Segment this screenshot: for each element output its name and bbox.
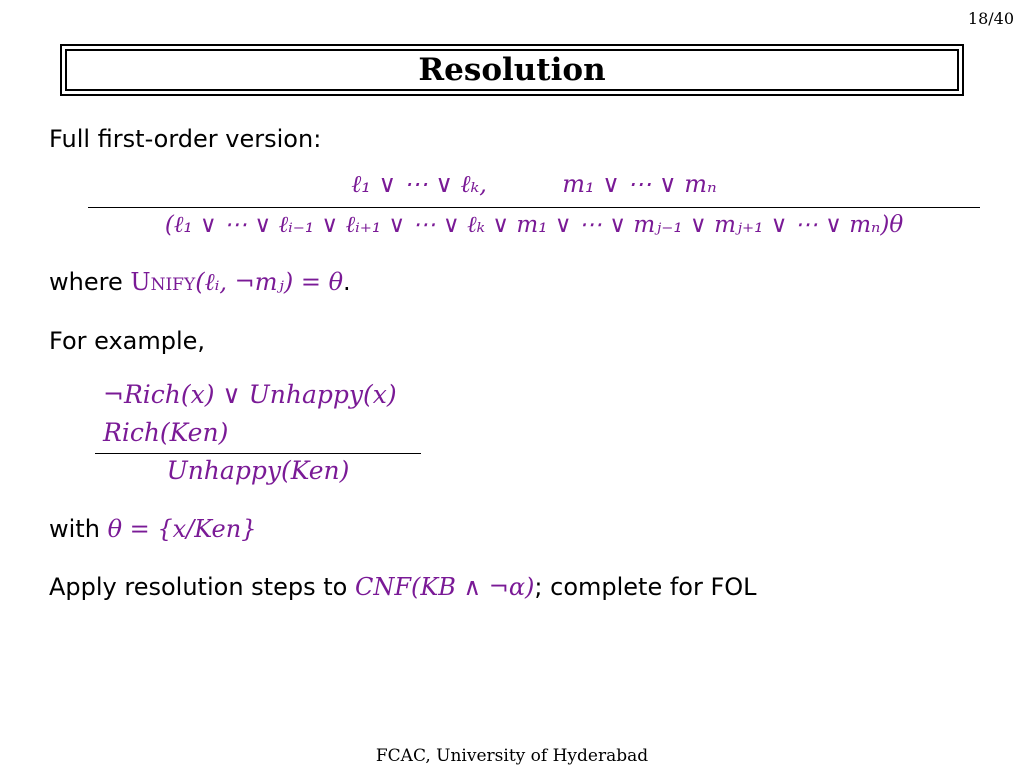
apply-suffix: ; complete for FOL — [534, 573, 757, 601]
example-premise-2: Rich(Ken) — [103, 418, 229, 447]
rule-fraction-bar — [88, 207, 980, 208]
where-suffix: . — [343, 268, 351, 296]
slide-title: Resolution — [418, 52, 606, 88]
unify-function: Unify — [130, 268, 196, 296]
apply-line: Apply resolution steps to CNF(KB ∧ ¬α); … — [49, 573, 757, 601]
premise-clause-right: m₁ ∨ ⋯ ∨ mₙ — [562, 170, 717, 198]
example-premise-1: ¬Rich(x) ∨ Unhappy(x) — [103, 380, 397, 409]
example-conclusion: Unhappy(Ken) — [166, 456, 350, 485]
rule-premises: ℓ₁ ∨ ⋯ ∨ ℓₖ, m₁ ∨ ⋯ ∨ mₙ — [88, 170, 980, 199]
rule-conclusion: (ℓ₁ ∨ ⋯ ∨ ℓᵢ₋₁ ∨ ℓᵢ₊₁ ∨ ⋯ ∨ ℓₖ ∨ m₁ ∨ ⋯ … — [164, 212, 904, 238]
with-prefix: with — [49, 515, 100, 543]
apply-prefix: Apply resolution steps to — [49, 573, 348, 601]
title-inner-frame: Resolution — [65, 49, 959, 91]
where-prefix: where — [49, 268, 123, 296]
footer: FCAC, University of Hyderabad — [375, 746, 649, 766]
example-fraction-bar — [95, 453, 421, 454]
with-substitution: θ = {x/Ken} — [107, 515, 257, 543]
title-frame: Resolution — [60, 44, 964, 96]
with-line: with θ = {x/Ken} — [49, 515, 256, 543]
premise-clause-left: ℓ₁ ∨ ⋯ ∨ ℓₖ, — [351, 170, 487, 198]
unify-args: (ℓᵢ, ¬mⱼ) = θ — [195, 268, 344, 296]
page-counter: 18/40 — [967, 9, 1014, 28]
example-intro: For example, — [49, 327, 206, 355]
where-line: where Unify(ℓᵢ, ¬mⱼ) = θ. — [49, 268, 351, 297]
intro-text: Full first-order version: — [49, 125, 322, 153]
apply-cnf-expression: CNF(KB ∧ ¬α) — [354, 573, 535, 601]
